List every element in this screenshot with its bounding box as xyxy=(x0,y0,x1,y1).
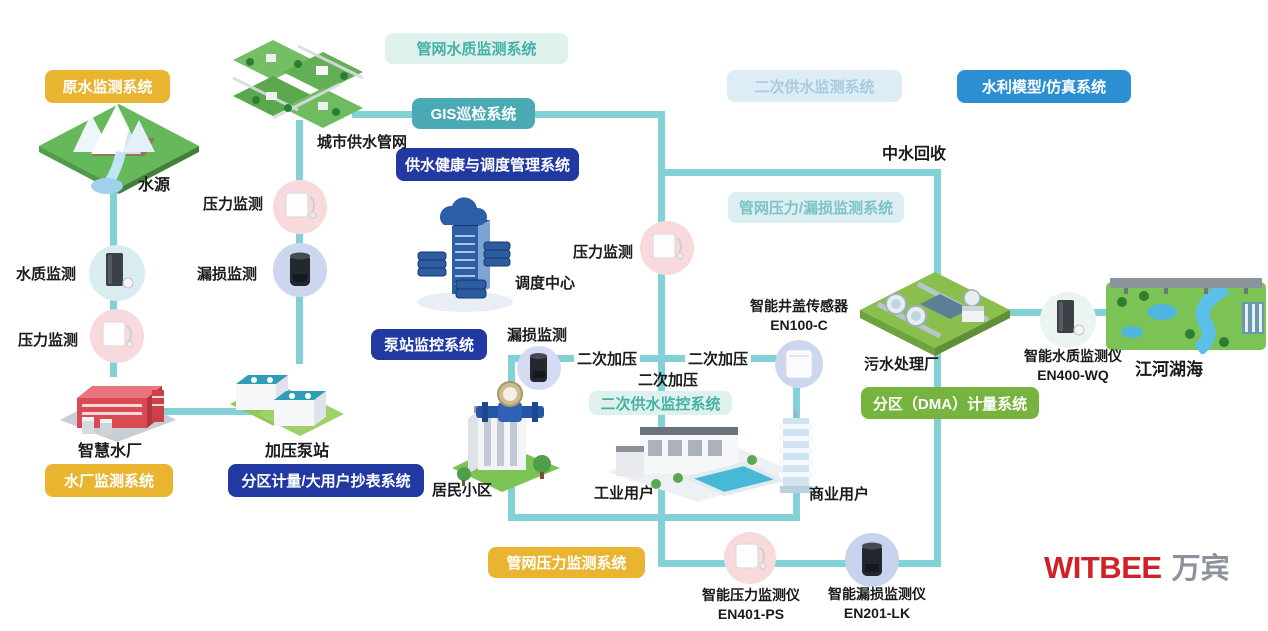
badge-supply-health-system: 供水健康与调度管理系统 xyxy=(396,148,579,181)
water-meter-illustration xyxy=(476,381,544,422)
badge-plant-monitor-system: 水厂监测系统 xyxy=(45,464,173,497)
witbee-logo: WITBEE 万宾 xyxy=(1044,545,1230,587)
leak-device-icon xyxy=(530,353,547,382)
pressure-device-icon xyxy=(652,233,684,260)
badge-pipe-quality-system: 管网水质监测系统 xyxy=(385,33,568,64)
label-city-pipe-network: 城市供水管网 xyxy=(317,134,408,151)
sewage-plant-illustration xyxy=(860,272,1010,356)
dispatch-center-illustration xyxy=(417,197,513,312)
smart-plant-illustration xyxy=(60,386,176,442)
badge-pump-monitor-system: 泵站监控系统 xyxy=(371,329,487,360)
label-pressure-monitor-model: EN401-PS xyxy=(717,606,785,622)
pressure-device-icon xyxy=(285,192,317,219)
water-source-illustration xyxy=(39,104,199,194)
manhole-device-icon xyxy=(785,349,813,379)
label-leak-monitor-model: EN201-LK xyxy=(843,605,911,621)
label-pressure-source: 压力监测 xyxy=(18,332,79,349)
label-water-quality-monitor-model: EN400-WQ xyxy=(1037,367,1109,383)
industrial-illustration xyxy=(608,427,794,502)
pipe-recycle-horizontal xyxy=(658,169,941,176)
label-boost-right: 二次加压 xyxy=(685,348,752,369)
pipe-boost-horizontal xyxy=(508,355,806,362)
label-commercial: 商业用户 xyxy=(809,486,870,503)
logo-cn-text: 万宾 xyxy=(1171,553,1230,585)
label-dispatch-center: 调度中心 xyxy=(515,275,576,292)
badge-secondary-control-system: 二次供水监控系统 xyxy=(589,391,732,415)
water-quality-sensor-right xyxy=(1040,292,1096,348)
label-water-quality-source: 水质监测 xyxy=(16,266,77,283)
badge-pipe-pressure-leak-system: 管网压力/漏损监测系统 xyxy=(728,192,904,223)
label-manhole-sensor-name: 智能井盖传感器 xyxy=(750,298,848,314)
label-leak-pipe: 漏损监测 xyxy=(197,266,258,283)
leak-sensor-bottom xyxy=(845,533,899,587)
badge-gis-system: GIS巡检系统 xyxy=(412,98,535,129)
label-leak-mid: 漏损监测 xyxy=(507,327,568,344)
water-quality-sensor-source xyxy=(89,245,145,301)
pressure-sensor-bottom xyxy=(724,532,776,584)
label-water-quality-monitor-name: 智能水质监测仪 xyxy=(1024,348,1122,364)
logo-brand-text: WITBEE xyxy=(1044,550,1162,585)
label-residential: 居民小区 xyxy=(432,482,493,499)
label-boost-down: 二次加压 xyxy=(638,372,699,389)
label-sewage-plant: 污水处理厂 xyxy=(864,356,940,373)
leak-device-icon xyxy=(862,542,882,576)
pipe-right-vertical xyxy=(934,169,941,567)
city-pipe-network-illustration xyxy=(232,40,364,128)
badge-dma-metering-system: 分区（DMA）计量系统 xyxy=(861,387,1039,419)
pressure-device-icon xyxy=(102,321,134,348)
leak-device-icon xyxy=(290,252,310,286)
label-smart-plant: 智慧水厂 xyxy=(78,443,143,460)
rivers-lakes-illustration xyxy=(1106,278,1266,354)
label-industrial: 工业用户 xyxy=(594,485,655,502)
label-rivers-lakes: 江河湖海 xyxy=(1135,360,1203,379)
manhole-sensor xyxy=(775,340,823,388)
commercial-illustration xyxy=(779,410,813,493)
label-pressure-pipe: 压力监测 xyxy=(203,196,264,213)
pressure-device-icon xyxy=(735,543,767,570)
pressure-sensor-source xyxy=(90,309,144,363)
pipe-network-to-booster xyxy=(296,120,303,364)
label-water-source: 水源 xyxy=(138,177,171,194)
pipe-bottom-horizontal xyxy=(658,560,941,567)
label-reclaimed-water: 中水回收 xyxy=(882,146,947,163)
label-boost-left: 二次加压 xyxy=(574,348,641,369)
badge-origin-water-system: 原水监测系统 xyxy=(45,70,170,103)
pipe-users-horizontal xyxy=(508,514,800,521)
water-quality-device-icon xyxy=(1057,300,1085,336)
pressure-sensor-pipe xyxy=(273,180,327,234)
label-manhole-sensor-model: EN100-C xyxy=(770,317,828,333)
label-booster-station: 加压泵站 xyxy=(265,443,330,460)
badge-pipe-pressure-system: 管网压力监测系统 xyxy=(488,547,645,578)
label-pressure-monitor-name: 智能压力监测仪 xyxy=(702,587,800,603)
pressure-sensor-mid xyxy=(640,221,694,275)
label-pressure-mid: 压力监测 xyxy=(573,244,634,261)
pipe-plant-to-booster xyxy=(140,408,262,415)
badge-secondary-monitor-system: 二次供水监测系统 xyxy=(727,70,902,102)
booster-station-illustration xyxy=(230,375,344,436)
water-quality-device-icon xyxy=(106,253,134,289)
leak-sensor-mid xyxy=(517,346,561,390)
label-leak-monitor-name: 智能漏损监测仪 xyxy=(828,586,926,602)
leak-sensor-pipe xyxy=(273,243,327,297)
badge-hydraulic-model-system: 水利模型/仿真系统 xyxy=(957,70,1131,103)
pipe-mid-vertical xyxy=(658,111,665,567)
badge-dma-reading-system: 分区计量/大用户抄表系统 xyxy=(228,464,424,497)
